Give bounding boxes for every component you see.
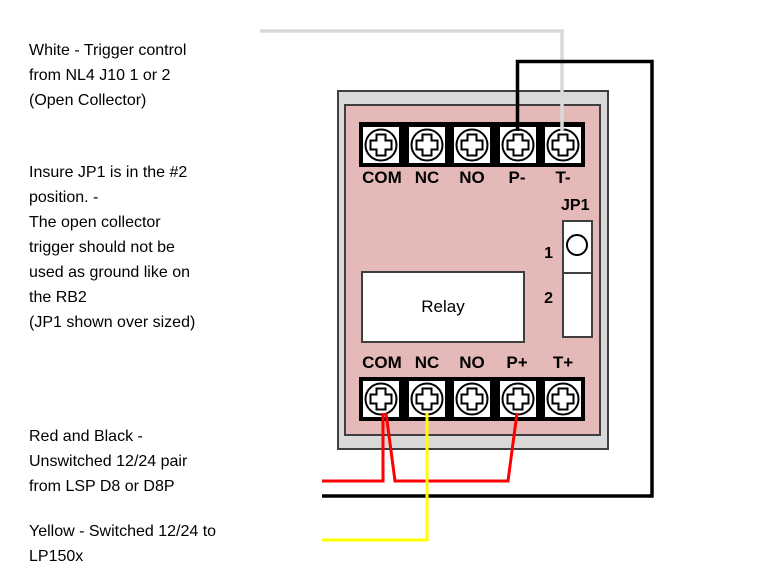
terminal-screw-icon [408, 381, 445, 417]
terminal-screw-icon [454, 126, 490, 163]
note-line: Insure JP1 is in the #2 [29, 164, 188, 181]
white-wire-note: White - Trigger control from NL4 J10 1 o… [29, 38, 186, 113]
note-line: LP150x [29, 548, 84, 565]
terminal-screw-icon [545, 126, 581, 163]
terminal-screw-icon [499, 126, 536, 163]
jp1-jumper-block [562, 220, 593, 338]
note-line: trigger should not be [29, 239, 175, 256]
note-line: Yellow - Switched 12/24 to [29, 523, 217, 540]
terminal-screw-icon [545, 381, 581, 417]
note-line: the RB2 [29, 289, 87, 306]
terminal-label-top-no: NO [459, 168, 485, 187]
note-line: Red and Black - [29, 428, 143, 445]
terminal-strip-top [359, 122, 585, 167]
terminal-label-bottom-com: COM [362, 353, 402, 372]
terminal-strip-bottom [359, 377, 585, 421]
jp1-note: Insure JP1 is in the #2 position. - The … [29, 160, 195, 335]
terminal-screw-icon [499, 381, 536, 417]
terminal-label-top-com: COM [362, 168, 402, 187]
jp1-label: JP1 [561, 197, 590, 214]
jp1-position-2-label: 2 [544, 290, 553, 307]
note-line: The open collector [29, 214, 161, 231]
terminal-label-bottom-t-plus: T+ [552, 353, 574, 372]
note-line: (Open Collector) [29, 92, 147, 109]
terminal-label-top-nc: NC [414, 168, 440, 187]
note-line: from LSP D8 or D8P [29, 478, 175, 495]
note-line: Unswitched 12/24 pair [29, 453, 188, 470]
note-line: position. - [29, 189, 99, 206]
relay-label: Relay [421, 297, 465, 316]
note-line: White - Trigger control [29, 42, 187, 59]
terminal-screw-icon [454, 381, 490, 417]
jp1-pin-hole [566, 234, 588, 256]
terminal-screw-icon [408, 126, 445, 163]
terminal-label-bottom-nc: NC [414, 353, 440, 372]
terminal-label-top-t-minus: T- [555, 168, 571, 187]
note-line: (JP1 shown over sized) [29, 314, 196, 331]
terminal-screw-icon [363, 381, 399, 417]
red-black-wire-note: Red and Black - Unswitched 12/24 pair fr… [29, 424, 187, 499]
relay-component: Relay [361, 271, 525, 343]
jp1-position-1-label: 1 [544, 245, 553, 262]
jp1-divider [564, 272, 591, 274]
terminal-label-top-p-minus: P- [508, 168, 526, 187]
terminal-label-bottom-no: NO [459, 353, 485, 372]
terminal-screw-icon [363, 126, 399, 163]
note-line: from NL4 J10 1 or 2 [29, 67, 171, 84]
note-line: used as ground like on [29, 264, 190, 281]
yellow-wire-note: Yellow - Switched 12/24 to LP150x [29, 519, 216, 569]
terminal-label-bottom-p-plus: P+ [506, 353, 528, 372]
